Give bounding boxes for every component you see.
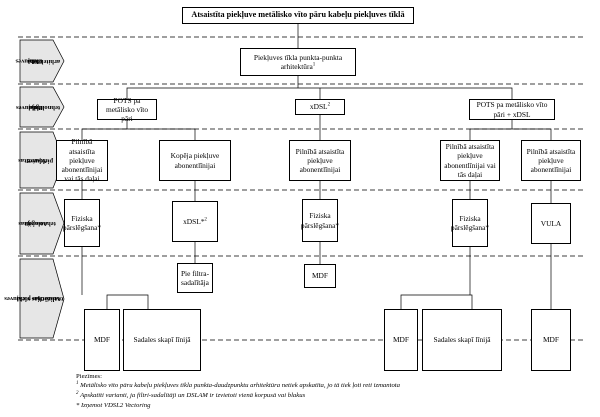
- node-filter-splitter: Pie filtra-sadalītāja: [177, 263, 213, 293]
- node-cabinet-1: Sadales skapī līnijā: [123, 309, 201, 371]
- note-2: 2 Apskatīti varianti, ja filtri-sadalītā…: [76, 390, 306, 399]
- node-pots-xdsl: POTS pa metālisko vīto pāri + xDSL: [469, 99, 555, 120]
- node-physical-switching-3: Fiziska pārslēgšana*: [451, 199, 489, 247]
- band-arrow-technology: [19, 86, 65, 128]
- node-xdsl-technology: xDSL*2: [172, 201, 218, 242]
- band-arrow-architecture: [19, 39, 65, 83]
- node-full-access-2: Pilnībā atsaistīta piekļuve abonentlīnij…: [289, 140, 351, 181]
- node-full-access-4: Pilnībā atsaistīta piekļuve abonentlīnij…: [521, 140, 581, 181]
- notes-heading: Piezīmes:: [76, 373, 103, 380]
- edge-phys1-branches: [106, 294, 149, 309]
- node-mdf-3: MDF: [531, 309, 571, 371]
- node-mdf-2: MDF: [384, 309, 418, 371]
- connector-lines: [81, 24, 552, 309]
- band-arrows: [19, 39, 65, 339]
- node-physical-switching-2: Fiziska pārslēgšana*: [301, 199, 339, 242]
- node-full-access-1: Pilnībā atsaistīta piekļuve abonentlīnij…: [56, 137, 108, 183]
- node-mdf-1: MDF: [84, 309, 120, 371]
- band-arrow-access-technology: [19, 192, 65, 255]
- node-physical-switching-1: Fiziska pārslēgšana*: [63, 199, 101, 247]
- node-vula: VULA: [531, 203, 571, 244]
- edge-architecture-branches: [126, 87, 513, 99]
- diagram-title: Atsaistīta piekļuve metālisko vīto pāru …: [182, 7, 414, 24]
- edge-phys3-branches: [400, 294, 473, 309]
- node-architecture: Piekļuves tīkla punkta-punkta arhitektūr…: [240, 48, 356, 76]
- edge-pots-branches: [81, 128, 196, 140]
- note-3: * Izņemot VDSL2 Vectoring: [76, 402, 151, 409]
- node-pots: POTS pa metālisko vīto pāri: [97, 96, 157, 123]
- band-arrow-location: [19, 258, 65, 339]
- node-full-access-3: Pilnībā atsaistīta piekļuve abonentlīnij…: [440, 140, 500, 181]
- node-mdf-middle: MDF: [304, 264, 336, 288]
- node-shared-access: Kopēja piekļuve abonentlīnijai: [159, 140, 231, 181]
- band-separators: [18, 36, 586, 341]
- note-1: 1 Metālisko vīto pāru kabeļu piekļuves t…: [76, 380, 400, 389]
- node-cabinet-2: Sadales skapī līnijā: [422, 309, 502, 371]
- node-xdsl: xDSL2: [295, 99, 345, 115]
- edge-potsxdsl-branches: [469, 128, 552, 140]
